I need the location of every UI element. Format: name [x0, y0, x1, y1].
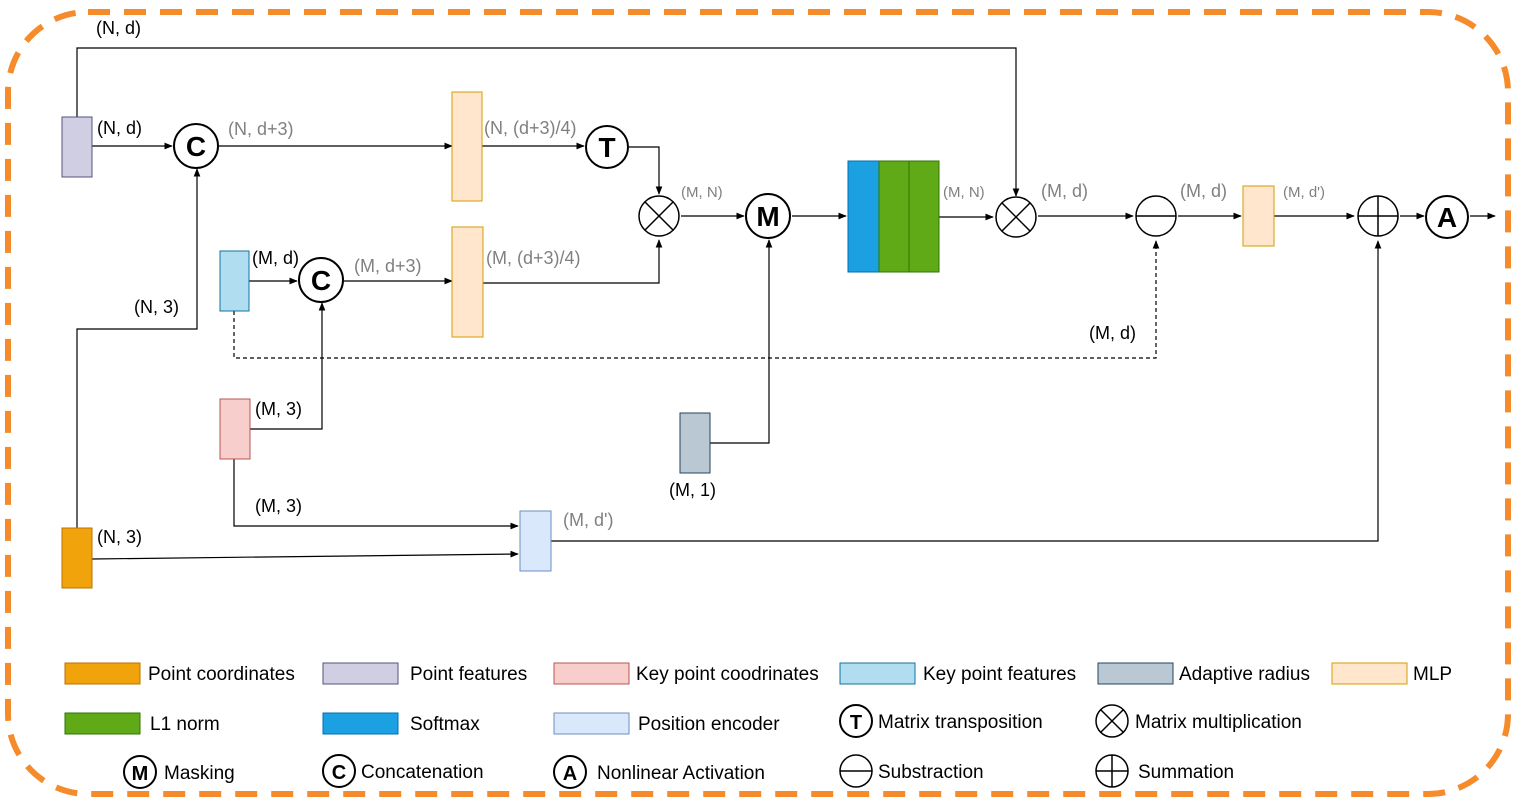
l1-norm-block-1	[878, 160, 910, 273]
label-n3-b: (N, 3)	[97, 527, 142, 547]
label-m3-a: (M, 3)	[255, 399, 302, 419]
legend-point-features: Point features	[410, 664, 527, 685]
key-point-coordinates-block	[219, 398, 251, 460]
point-coordinates-block	[61, 527, 93, 589]
label-md-b: (M, d)	[1180, 181, 1227, 201]
label-md-a: (M, d)	[1041, 181, 1088, 201]
label-n3-a: (N, 3)	[134, 297, 179, 317]
legend-swatch-point-coordinates	[64, 662, 141, 685]
legend-swatch-l1-norm	[64, 712, 141, 735]
label-nd3: (N, d+3)	[228, 119, 294, 139]
svg-text:C: C	[311, 265, 331, 296]
legend-summation: Summation	[1138, 762, 1234, 783]
legend-l1-norm: L1 norm	[150, 714, 220, 735]
svg-text:M: M	[756, 201, 779, 232]
svg-text:C: C	[332, 762, 346, 784]
label-mn-1: (M, N)	[681, 184, 723, 201]
legend-key-point-coordinates: Key point coodrinates	[636, 664, 819, 685]
point-features-block	[61, 116, 93, 178]
legend-swatch-mlp	[1331, 662, 1408, 685]
legend-adaptive-radius: Adaptive radius	[1179, 664, 1310, 685]
legend-mlp: MLP	[1413, 664, 1452, 685]
label-nd-input: (N, d)	[97, 118, 142, 138]
label-nd-top: (N, d)	[96, 18, 141, 38]
legend-softmax: Softmax	[410, 714, 480, 735]
subtraction-op	[1135, 195, 1177, 237]
legend-concatenation: Concatenation	[361, 762, 484, 783]
legend-matrix-transposition: Matrix transposition	[878, 712, 1043, 733]
label-md3: (M, d+3)	[354, 256, 422, 276]
legend-swatch-softmax	[322, 712, 399, 735]
position-encoder-block	[519, 510, 552, 572]
concat-op-1: C	[173, 123, 219, 169]
legend-swatch-key-point-coordinates	[553, 662, 630, 685]
label-md-dashed: (M, d)	[1089, 323, 1136, 343]
key-point-features-block	[219, 250, 250, 312]
svg-text:T: T	[850, 712, 862, 734]
legend-swatch-key-point-features	[839, 662, 916, 685]
legend-masking: Masking	[164, 763, 235, 784]
legend-swatch-point-features	[322, 662, 399, 685]
legend-nonlinear-activation: Nonlinear Activation	[597, 763, 765, 784]
legend-position-encoder: Position encoder	[638, 714, 780, 735]
svg-text:M: M	[132, 763, 149, 785]
label-m3-b: (M, 3)	[255, 496, 302, 516]
label-mdp-a: (M, d')	[1283, 184, 1325, 201]
label-nd34: (N, (d+3)/4)	[484, 118, 577, 138]
legend-key-point-features: Key point features	[923, 664, 1076, 685]
label-md34: (M, (d+3)/4)	[486, 248, 581, 268]
adaptive-radius-block	[679, 412, 711, 474]
masking-op: M	[745, 193, 791, 239]
legend-swatch-adaptive-radius	[1097, 662, 1174, 685]
legend: Point coordinates Point features Key poi…	[64, 662, 1452, 789]
label-mn-2: (M, N)	[943, 184, 985, 201]
l1-norm-block-2	[908, 160, 940, 273]
dashed-border	[5, 9, 1511, 797]
mlp-block-query	[451, 91, 483, 202]
svg-text:C: C	[186, 131, 206, 162]
mlp-block-output	[1242, 185, 1275, 247]
matmul-op-2	[995, 196, 1037, 238]
matmul-op-1	[638, 195, 680, 237]
label-md-input: (M, d)	[252, 248, 299, 268]
legend-matrix-multiplication: Matrix multiplication	[1135, 712, 1302, 733]
concat-op-2: C	[298, 257, 344, 303]
summation-op	[1357, 195, 1399, 237]
connections	[76, 47, 1496, 560]
transpose-op: T	[585, 125, 629, 169]
svg-text:T: T	[598, 132, 615, 163]
activation-op: A	[1425, 195, 1469, 239]
label-m1: (M, 1)	[669, 480, 716, 500]
legend-substraction: Substraction	[878, 762, 984, 783]
legend-swatch-position-encoder	[553, 712, 630, 735]
mlp-block-key	[451, 226, 484, 338]
legend-point-coordinates: Point coordinates	[148, 664, 295, 685]
svg-text:A: A	[563, 763, 577, 785]
svg-text:A: A	[1437, 202, 1457, 233]
label-mdp-b: (M, d')	[563, 510, 613, 530]
softmax-block	[847, 160, 880, 273]
